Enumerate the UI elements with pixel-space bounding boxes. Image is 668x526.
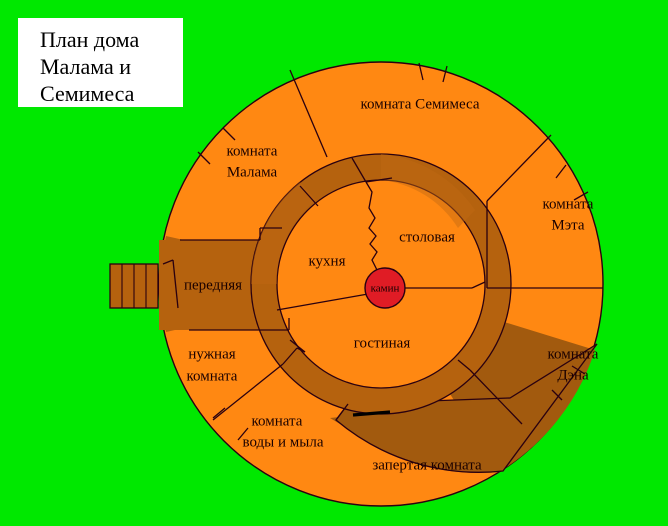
outer-wall-door-ticks: [197, 62, 589, 441]
porch-steps: [109, 263, 159, 309]
corridor-shade-left: [250, 182, 316, 284]
label-room-water-soap-2: воды и мыла: [243, 434, 324, 450]
label-room-kitchen: кухня: [308, 253, 345, 269]
label-hearth: камин: [371, 283, 400, 295]
label-room-malama-2: Малама: [227, 164, 278, 180]
label-room-dena-2: Дэна: [557, 367, 589, 383]
corridor-shade-top: [381, 154, 475, 228]
label-room-dena-1: комната: [548, 346, 599, 362]
label-room-semimesa: комната Семимеса: [360, 96, 479, 112]
label-room-malama-1: комната: [227, 143, 278, 159]
room-locked-shape: [335, 343, 598, 473]
title-box: План дома Малама и Семимеса: [18, 18, 183, 107]
title-line-2: Малама и: [40, 54, 132, 79]
title-line-3: Семимеса: [40, 81, 135, 106]
label-room-dining: столовая: [399, 229, 455, 245]
label-room-meta-2: Мэта: [551, 217, 585, 233]
hearth-circle: [364, 267, 406, 309]
label-room-living: гостиная: [354, 335, 411, 351]
title-line-1: План дома: [40, 27, 140, 52]
label-room-entrance-hall: передняя: [184, 277, 242, 293]
label-room-necessary-2: комната: [187, 368, 238, 384]
label-room-locked: запертая комната: [372, 457, 482, 473]
label-room-meta-1: комната: [543, 196, 594, 212]
locked-room-door: [352, 410, 391, 417]
label-room-necessary-1: нужная: [188, 346, 235, 362]
label-room-water-soap-1: комната: [252, 413, 303, 429]
inner-room-dividers: [276, 157, 488, 371]
